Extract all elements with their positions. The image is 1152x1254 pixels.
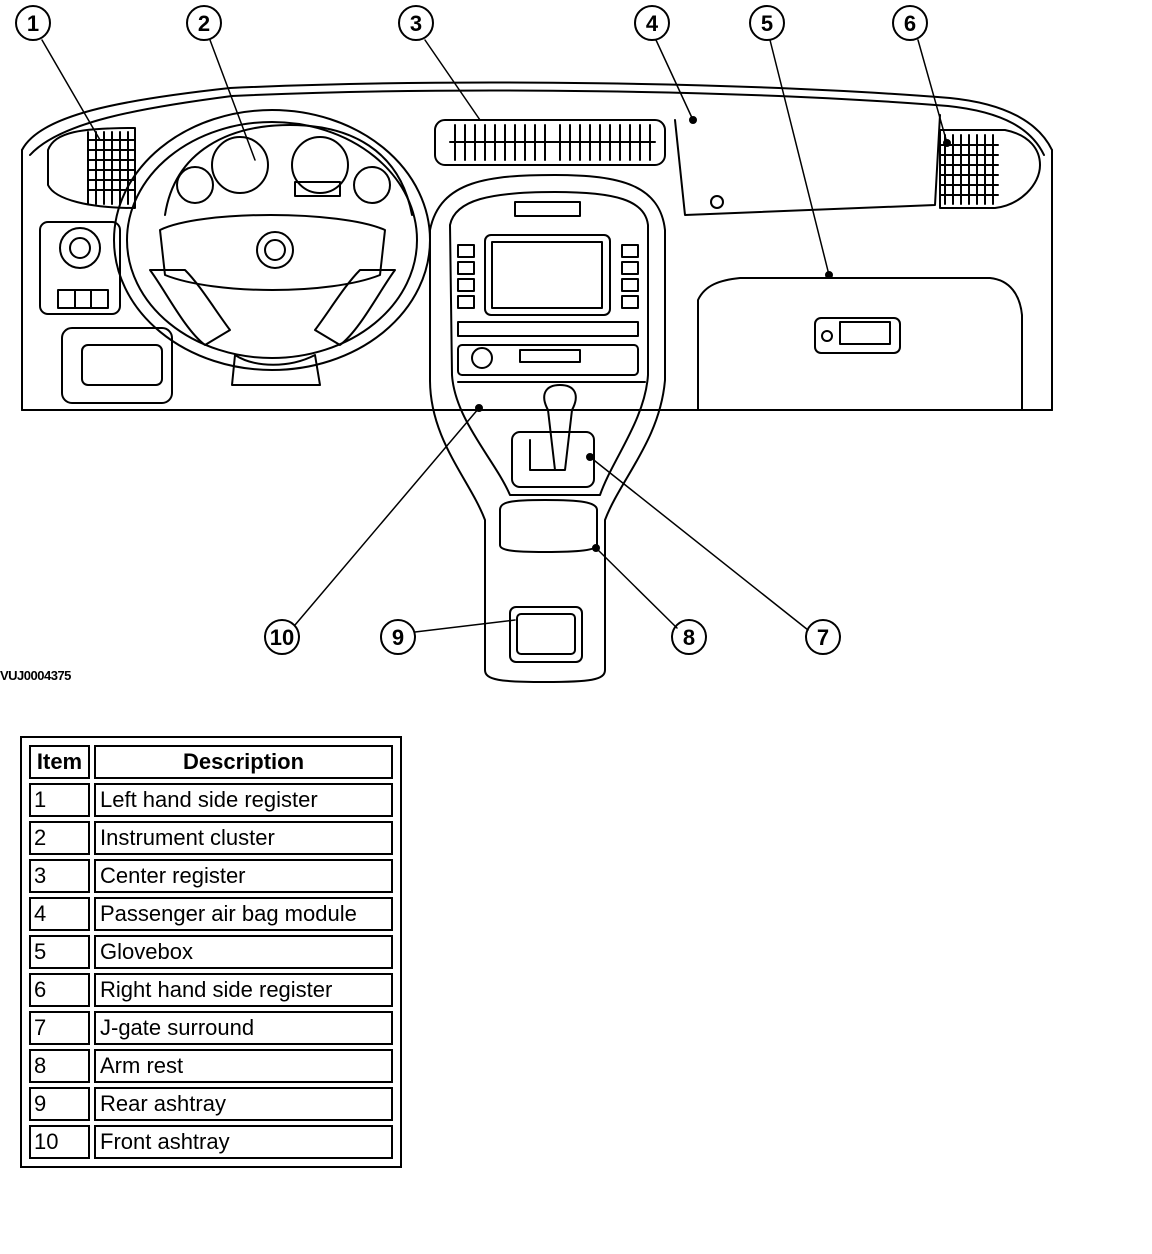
callout-2: 2 bbox=[186, 5, 222, 41]
callout-6: 6 bbox=[892, 5, 928, 41]
callout-10: 10 bbox=[264, 619, 300, 655]
callout-1-label: 1 bbox=[27, 11, 39, 36]
callout-3-label: 3 bbox=[410, 11, 422, 36]
legend-item-number: 5 bbox=[29, 935, 90, 969]
legend-item-description: Passenger air bag module bbox=[94, 897, 393, 931]
callout-3: 3 bbox=[398, 5, 434, 41]
callout-10-label: 10 bbox=[270, 625, 294, 650]
dashboard-outline bbox=[21, 81, 1053, 411]
legend-item-number: 2 bbox=[29, 821, 90, 855]
legend-item-description: Glovebox bbox=[94, 935, 393, 969]
legend-item-description: J-gate surround bbox=[94, 1011, 393, 1045]
callout-8-label: 8 bbox=[683, 625, 695, 650]
legend-table: Item Description 1 Left hand side regist… bbox=[20, 736, 402, 1168]
legend-header-row: Item Description bbox=[29, 745, 393, 779]
table-row: 9 Rear ashtray bbox=[29, 1087, 393, 1121]
center-console bbox=[429, 174, 666, 683]
callout-5: 5 bbox=[749, 5, 785, 41]
table-row: 5 Glovebox bbox=[29, 935, 393, 969]
callout-4-label: 4 bbox=[646, 11, 659, 36]
table-row: 10 Front ashtray bbox=[29, 1125, 393, 1159]
light-switch bbox=[39, 221, 121, 315]
legend-item-description: Right hand side register bbox=[94, 973, 393, 1007]
j-gate-surround bbox=[511, 384, 595, 488]
legend-item-number: 3 bbox=[29, 859, 90, 893]
table-row: 3 Center register bbox=[29, 859, 393, 893]
legend-item-number: 9 bbox=[29, 1087, 90, 1121]
table-row: 2 Instrument cluster bbox=[29, 821, 393, 855]
callout-4: 4 bbox=[634, 5, 670, 41]
legend-item-description: Instrument cluster bbox=[94, 821, 393, 855]
rear-ashtray bbox=[509, 606, 583, 663]
figure-id: VUJ0004375 bbox=[0, 668, 71, 683]
glovebox bbox=[697, 271, 1023, 411]
legend-item-number: 6 bbox=[29, 973, 90, 1007]
callout-2-label: 2 bbox=[198, 11, 210, 36]
table-row: 7 J-gate surround bbox=[29, 1011, 393, 1045]
passenger-airbag-outline bbox=[674, 114, 941, 216]
right-register-vent bbox=[939, 129, 1041, 209]
callout-7: 7 bbox=[805, 619, 841, 655]
legend-item-number: 4 bbox=[29, 897, 90, 931]
table-row: 6 Right hand side register bbox=[29, 973, 393, 1007]
left-register-vent bbox=[47, 127, 136, 209]
callout-9: 9 bbox=[380, 619, 416, 655]
center-register-vent bbox=[434, 119, 666, 166]
legend-item-number: 10 bbox=[29, 1125, 90, 1159]
legend-item-description: Rear ashtray bbox=[94, 1087, 393, 1121]
table-row: 4 Passenger air bag module bbox=[29, 897, 393, 931]
legend-item-description: Arm rest bbox=[94, 1049, 393, 1083]
leader-lines bbox=[41, 39, 948, 633]
legend-item-description: Center register bbox=[94, 859, 393, 893]
callout-6-label: 6 bbox=[904, 11, 916, 36]
legend-item-number: 8 bbox=[29, 1049, 90, 1083]
dashboard-diagram: 1 2 3 4 5 6 7 8 9 10 bbox=[15, 5, 1053, 683]
legend-item-number: 1 bbox=[29, 783, 90, 817]
lower-left-panel bbox=[61, 327, 173, 404]
arm-rest bbox=[499, 499, 600, 553]
callout-5-label: 5 bbox=[761, 11, 773, 36]
legend-item-number: 7 bbox=[29, 1011, 90, 1045]
steering-wheel bbox=[113, 109, 431, 386]
legend-header-item: Item bbox=[29, 745, 90, 779]
callout-9-label: 9 bbox=[392, 625, 404, 650]
legend-item-description: Front ashtray bbox=[94, 1125, 393, 1159]
table-row: 8 Arm rest bbox=[29, 1049, 393, 1083]
instrument-cluster bbox=[164, 124, 413, 216]
legend-header-description: Description bbox=[94, 745, 393, 779]
callout-7-label: 7 bbox=[817, 625, 829, 650]
callout-8: 8 bbox=[671, 619, 707, 655]
table-row: 1 Left hand side register bbox=[29, 783, 393, 817]
callout-1: 1 bbox=[15, 5, 51, 41]
legend-item-description: Left hand side register bbox=[94, 783, 393, 817]
